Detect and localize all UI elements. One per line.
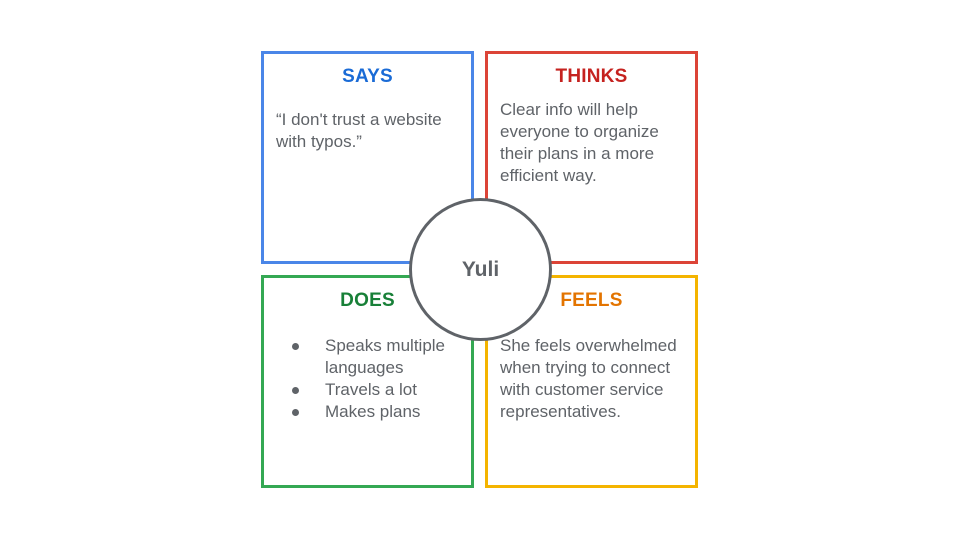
feels-text: She feels overwhelmed when trying to con… bbox=[500, 336, 677, 421]
does-list: Speaks multiple languages Travels a lot … bbox=[264, 335, 474, 423]
list-item: Travels a lot bbox=[264, 379, 474, 401]
thinks-text: Clear info will help everyone to organiz… bbox=[500, 100, 659, 185]
list-item: Speaks multiple languages bbox=[264, 335, 474, 379]
does-item-text: Travels a lot bbox=[325, 380, 417, 399]
does-title: DOES bbox=[340, 290, 395, 311]
does-list-wrapper: Speaks multiple languages Travels a lot … bbox=[264, 335, 474, 423]
bullet-icon bbox=[292, 343, 299, 350]
does-item-text: Makes plans bbox=[325, 402, 421, 421]
says-text: “I don't trust a website with typos.” bbox=[276, 110, 442, 151]
list-item: Makes plans bbox=[264, 401, 474, 423]
feels-title: FEELS bbox=[560, 290, 623, 311]
feels-quadrant: FEELS She feels overwhelmed when trying … bbox=[485, 275, 698, 488]
thinks-title: THINKS bbox=[555, 66, 628, 87]
bullet-icon bbox=[292, 387, 299, 394]
says-quadrant: SAYS “I don't trust a website with typos… bbox=[261, 51, 474, 264]
bullet-icon bbox=[292, 409, 299, 416]
says-title: SAYS bbox=[342, 66, 393, 87]
persona-circle: Yuli bbox=[409, 198, 552, 341]
does-item-text: Speaks multiple languages bbox=[325, 336, 446, 377]
persona-name: Yuli bbox=[461, 257, 500, 281]
